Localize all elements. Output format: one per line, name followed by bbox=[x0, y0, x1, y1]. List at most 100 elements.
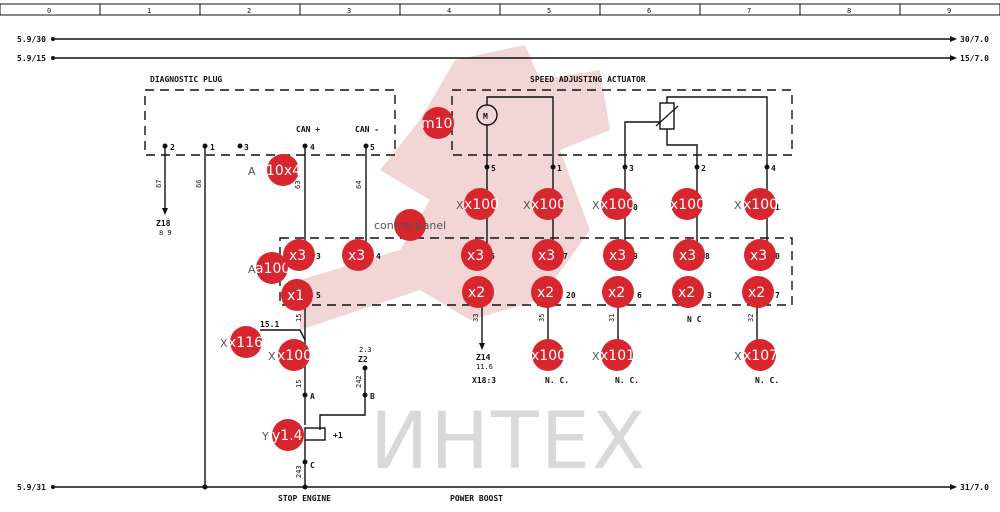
wire-15a: 15 bbox=[295, 314, 303, 322]
svg-text:X: X bbox=[592, 350, 600, 363]
svg-text:x101: x101 bbox=[600, 348, 635, 364]
svg-text:X: X bbox=[734, 199, 742, 212]
ref-nc-3: N. C. bbox=[755, 376, 779, 385]
badge-x100-7[interactable]: x100 bbox=[531, 339, 566, 371]
wire-64: 64 bbox=[355, 181, 363, 189]
badge-x2-5[interactable]: x2 bbox=[742, 276, 774, 308]
badge-x100-4[interactable]: x100 bbox=[670, 188, 705, 220]
speed-adjusting-actuator: SPEED ADJUSTING ACTUATOR M 5 1 3 2 4 bbox=[451, 75, 793, 173]
badge-a100[interactable]: A a100 bbox=[248, 252, 290, 284]
grid-col-3: 3 bbox=[347, 7, 351, 15]
badge-x2-4[interactable]: x2 bbox=[672, 276, 704, 308]
power-boost-label: POWER BOOST bbox=[450, 494, 503, 503]
wire-242: 242 bbox=[355, 375, 363, 388]
solenoid-icon bbox=[304, 427, 326, 441]
svg-text:x107: x107 bbox=[743, 348, 778, 364]
plug-wires: 67 Z18 8 9 66 63 64 3 4 5 bbox=[155, 148, 381, 490]
watermark-gear-icon bbox=[300, 45, 610, 330]
ref-x18: X18:3 bbox=[472, 376, 496, 385]
ref-z2: Z2 bbox=[358, 355, 368, 364]
badge-x116[interactable]: X x116 bbox=[220, 326, 263, 358]
badge-x3-4[interactable]: x3 bbox=[532, 239, 564, 271]
plug-pin-2: 2 bbox=[170, 143, 175, 152]
badge-x3-5[interactable]: x3 bbox=[603, 239, 635, 271]
svg-text:x3: x3 bbox=[538, 248, 555, 264]
svg-text:control panel: control panel bbox=[374, 219, 446, 232]
badge-x100-1[interactable]: X x100 bbox=[456, 188, 499, 220]
svg-text:x3: x3 bbox=[348, 248, 365, 264]
badge-control-panel[interactable]: control panel bbox=[374, 209, 446, 241]
can-plus-label: CAN + bbox=[296, 125, 320, 134]
plug-pin-1: 1 bbox=[210, 143, 215, 152]
grid-col-9: 9 bbox=[947, 7, 951, 15]
badge-10x4[interactable]: A 10x4 bbox=[248, 154, 301, 186]
grid-col-5: 5 bbox=[547, 7, 551, 15]
x2-pin-7: 7 bbox=[775, 291, 780, 300]
badges: m10 A 10x4 control panel A a100 x3 x3 x3 bbox=[220, 107, 778, 451]
svg-text:x2: x2 bbox=[468, 285, 485, 301]
badge-x100-6[interactable]: X x100 bbox=[268, 339, 312, 371]
pin-b: B bbox=[370, 392, 375, 401]
svg-text:x3: x3 bbox=[750, 248, 767, 264]
badge-x3-6[interactable]: x3 bbox=[673, 239, 705, 271]
badge-x3-3[interactable]: x3 bbox=[461, 239, 493, 271]
ref-z2-sub: 2.3 bbox=[359, 346, 372, 354]
ref-nc-2: N. C. bbox=[615, 376, 639, 385]
rail-31-right: 31/7.0 bbox=[960, 483, 989, 492]
svg-text:x100: x100 bbox=[277, 348, 312, 364]
badge-x3-7[interactable]: x3 bbox=[744, 239, 776, 271]
svg-text:10x4: 10x4 bbox=[266, 163, 301, 179]
svg-text:x100: x100 bbox=[743, 197, 778, 213]
svg-text:x2: x2 bbox=[748, 285, 765, 301]
svg-text:X: X bbox=[220, 337, 228, 350]
diagnostic-plug: DIAGNOSTIC PLUG CAN + CAN - 2 1 3 4 5 bbox=[144, 75, 396, 156]
badge-x2-1[interactable]: x2 bbox=[462, 276, 494, 308]
badge-x101[interactable]: X x101 bbox=[592, 339, 635, 371]
x3-pin-9: 9 bbox=[633, 252, 638, 261]
plug-pin-3: 3 bbox=[244, 143, 249, 152]
badge-x100-3[interactable]: X x100 bbox=[592, 188, 635, 220]
x2-pin-6: 6 bbox=[637, 291, 642, 300]
ref-z18: Z18 bbox=[156, 219, 171, 228]
badge-m10[interactable]: m10 bbox=[421, 107, 454, 139]
svg-text:x100: x100 bbox=[531, 348, 566, 364]
pin-c: C bbox=[310, 461, 315, 470]
pin-a: A bbox=[310, 392, 315, 401]
svg-text:x116: x116 bbox=[228, 335, 263, 351]
right-pin-10: 0 bbox=[633, 203, 638, 212]
rail-30-right: 30/7.0 bbox=[960, 35, 989, 44]
control-panel-connector bbox=[279, 237, 793, 306]
badge-x3-2[interactable]: x3 bbox=[342, 239, 374, 271]
rail-15-left: 5.9/15 bbox=[17, 54, 46, 63]
ref-z18-sub: 8 9 bbox=[159, 229, 172, 237]
grid-col-8: 8 bbox=[847, 7, 851, 15]
badge-x100-2[interactable]: X x100 bbox=[523, 188, 566, 220]
wire-32: 32 bbox=[747, 314, 755, 322]
badge-x2-3[interactable]: x2 bbox=[602, 276, 634, 308]
badge-x1[interactable]: x1 bbox=[281, 279, 313, 311]
badge-x2-2[interactable]: x2 bbox=[531, 276, 563, 308]
diagnostic-plug-title: DIAGNOSTIC PLUG bbox=[150, 75, 222, 84]
wire-243: 243 bbox=[295, 465, 303, 478]
wire-15b: 15 bbox=[295, 380, 303, 388]
actuator-title: SPEED ADJUSTING ACTUATOR bbox=[530, 75, 646, 84]
x3-pin-4: 4 bbox=[376, 252, 381, 261]
badge-x107[interactable]: X x107 bbox=[734, 339, 778, 371]
svg-text:x2: x2 bbox=[608, 285, 625, 301]
ref-z14: Z14 bbox=[476, 353, 491, 362]
svg-text:x100: x100 bbox=[670, 197, 705, 213]
svg-text:x3: x3 bbox=[289, 248, 306, 264]
svg-text:X: X bbox=[734, 350, 742, 363]
ref-nc-4: N C bbox=[687, 315, 702, 324]
x3-pin-8: 8 bbox=[705, 252, 710, 261]
x3-pin-3: 3 bbox=[316, 252, 321, 261]
badge-x100-5[interactable]: X x100 bbox=[734, 188, 778, 220]
svg-text:A: A bbox=[248, 165, 256, 178]
badge-x3-1[interactable]: x3 bbox=[283, 239, 315, 271]
grid-col-0: 0 bbox=[47, 7, 51, 15]
svg-text:x2: x2 bbox=[678, 285, 695, 301]
badge-y1-4[interactable]: Y y1.4 bbox=[261, 419, 304, 451]
act-pin-2: 2 bbox=[701, 164, 706, 173]
can-minus-label: CAN - bbox=[355, 125, 379, 134]
